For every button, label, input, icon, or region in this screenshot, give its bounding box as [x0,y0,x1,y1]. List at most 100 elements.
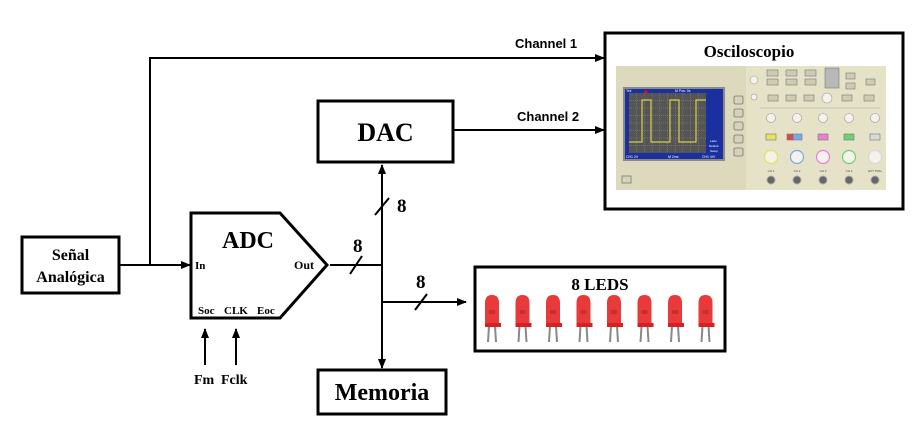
bus-width-leds: 8 [416,272,426,293]
fm-label: Fm [194,373,215,388]
scope-menu-button [733,134,744,144]
scope-header-mid: M Pos: 0s [675,89,691,93]
scope-channel-label: CH 1 [768,169,775,173]
scope-channel-menu-button [791,133,803,141]
wire-channel1 [149,54,605,265]
scope-channel-label: EXT TRIG [868,169,882,173]
scope-volts-div-knob [789,149,805,165]
scope-position-knob [870,113,880,123]
led-icon [546,295,562,343]
scope-control-button [785,94,797,102]
scope-channel-menu-button [869,133,881,141]
scope-control-button [865,78,876,86]
oscilloscope-block: Osciloscopio Tek M Pos: 0s CH1 2V M 2ms … [603,31,905,211]
bus-slash-leds [414,293,428,311]
led-icon [515,295,532,343]
scope-channel-menu-button [765,133,777,141]
scope-footer-ch1: CH1 2V [626,155,639,159]
scope-math-button [786,133,794,141]
scope-control-button [845,82,856,90]
scope-bnc-connector [870,175,880,185]
adc-in-port: In [195,260,205,272]
scope-trigger-marker [644,90,648,94]
scope-menu-1: Default [709,144,719,148]
scope-control-button [804,69,817,77]
scope-control-button [804,78,817,86]
bus-width-dac: 8 [397,196,407,217]
scope-footer-right: CH1 /0V [702,155,716,159]
scope-menu-button [733,147,744,157]
scope-menu-button [733,108,744,118]
scope-header-left: Tek [626,89,632,93]
led-icon [607,295,623,343]
signal-block: Señal Analógica [20,235,121,295]
scope-channel-label: CH 3 [820,169,827,173]
scope-position-knob [844,113,854,123]
scope-control-button [863,94,875,102]
scope-small-knob [750,93,758,101]
scope-footer-time: M 2ms [668,155,679,159]
scope-menu-0: Lado [710,139,717,143]
wires [119,54,605,369]
scope-volts-div-knob [841,149,857,165]
adc-block: ADC In Out Soc CLK Eoc [189,211,330,320]
scope-run-stop-panel [824,67,840,89]
memory-block: Memoria [316,368,448,416]
scope-position-knob [818,113,828,123]
led-icon [485,295,501,343]
scope-menu-button [733,95,744,105]
channel1-label: Channel 1 [515,36,577,51]
scope-volts-div-knob [867,149,883,165]
scope-channel-menu-button [817,133,829,141]
adc-out-port: Out [294,258,314,272]
leds-title: 8 LEDS [571,275,628,294]
scope-control-button [766,69,779,77]
scope-control-button [767,94,779,102]
dac-block: DAC [316,99,455,164]
led-icon [698,295,715,343]
scope-control-button [803,94,815,102]
scope-trace [629,99,706,143]
scope-power-button [621,175,632,184]
scope-menu-button [733,121,744,131]
adc-eoc-port: Eoc [257,305,275,317]
scope-bezel-buttons [733,95,744,157]
scope-bnc-connector [766,175,776,185]
oscilloscope-title: Osciloscopio [704,42,795,61]
scope-multipurpose-knob [821,92,833,104]
led-icon [576,295,593,343]
scope-control-button [845,72,856,80]
scope-channel-label: CH 2 [794,169,801,173]
adc-soc-port: Soc [198,305,215,317]
bus-slash-adc-out [349,255,363,275]
leds-block: 8 LEDS [473,265,727,353]
led-icon [668,295,684,343]
scope-bnc-connector [844,175,854,185]
scope-control-button [766,78,779,86]
channel2-label: Channel 2 [517,109,579,124]
scope-control-button [785,78,798,86]
fclk-label: Fclk [221,373,248,388]
scope-controls: CH 1 CH 2 CH 3 CH 4 EXT TRIG [749,67,883,185]
scope-position-knob [766,113,776,123]
scope-channel-label: CH 4 [846,169,853,173]
scope-bnc-connector [792,175,802,185]
scope-control-button [785,69,798,77]
adc-clk-port: CLK [224,305,248,317]
led-icon [637,295,654,343]
scope-control-button [841,94,853,102]
led-row [485,295,715,343]
memory-title: Memoria [335,380,430,406]
scope-bnc-connector [818,175,828,185]
scope-menu-2: Setup [710,149,718,153]
signal-label-line2: Analógica [36,269,104,286]
scope-intensity-knob [749,75,759,85]
adc-title: ADC [222,228,274,254]
scope-channel-menu-button [843,133,855,141]
dac-title: DAC [357,118,413,147]
scope-volts-div-knob [815,149,831,165]
signal-label-line1: Señal [52,247,90,264]
scope-position-knob [792,113,802,123]
bus-slash-dac [374,197,390,216]
